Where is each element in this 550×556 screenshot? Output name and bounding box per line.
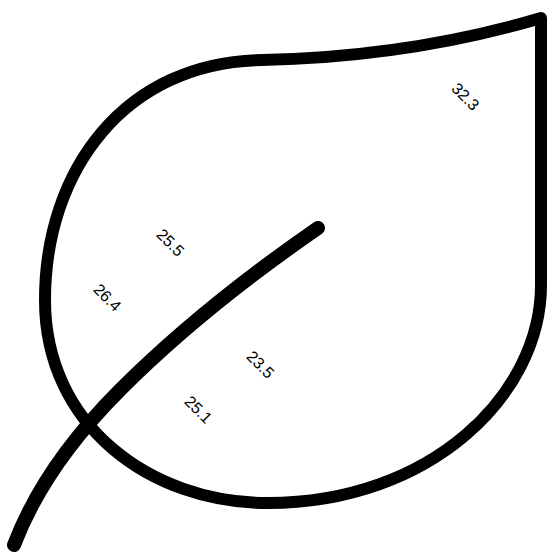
measurement-label: 23.5 bbox=[241, 346, 279, 384]
measurement-label: 26.4 bbox=[88, 279, 126, 317]
leaf-stem bbox=[14, 228, 318, 545]
measurement-label: 32.3 bbox=[446, 78, 484, 116]
measurement-label: 25.1 bbox=[179, 391, 217, 429]
leaf-outline bbox=[45, 18, 541, 503]
measurement-label: 25.5 bbox=[151, 224, 189, 262]
